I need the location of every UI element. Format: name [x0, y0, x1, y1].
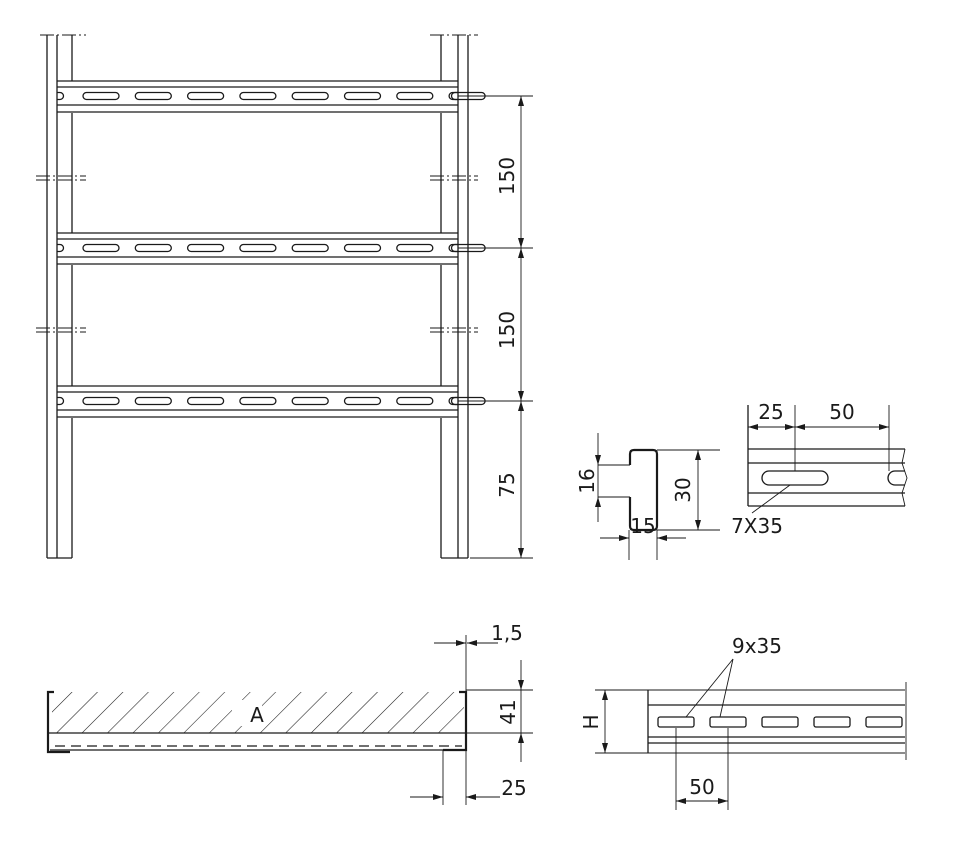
dim-25-flange: 25 — [501, 776, 526, 800]
dim-16: 16 — [575, 468, 599, 493]
cross-section: A 1,5 41 25 — [46, 621, 533, 805]
rung-slot — [82, 91, 120, 101]
rung-slot-partial — [450, 243, 458, 253]
rung-slot — [396, 91, 434, 101]
dim-30: 30 — [671, 477, 695, 502]
rung-slot — [343, 91, 382, 101]
rung-slot-partial — [57, 396, 65, 406]
rung-slot — [239, 91, 277, 101]
rung-slot — [186, 243, 225, 253]
dim-75: 75 — [495, 472, 519, 497]
rung-slot — [82, 396, 120, 406]
rung — [57, 385, 486, 418]
dim-25-offset: 25 — [758, 400, 783, 424]
dim-h: H — [579, 714, 603, 729]
rail-slot — [657, 716, 695, 728]
rung-slot — [291, 396, 329, 406]
dim-50-pitch: 50 — [829, 400, 854, 424]
rung-slot — [134, 396, 172, 406]
dim-15: 15 — [630, 514, 655, 538]
rung-slot — [291, 243, 329, 253]
slot-label-9x35: 9x35 — [732, 634, 782, 658]
dim-50-slot-pitch: 50 — [689, 775, 714, 799]
rail-slot — [761, 716, 799, 728]
rung-slot — [343, 396, 382, 406]
rung-slot — [239, 396, 277, 406]
rung-slot-partial — [57, 91, 65, 101]
rung-slot — [239, 243, 277, 253]
dim-150-lower: 150 — [495, 311, 519, 349]
rung-slot — [396, 243, 434, 253]
rung-slot — [134, 243, 172, 253]
ladder-top-view — [36, 34, 486, 559]
rung — [57, 232, 486, 265]
rail-slot — [709, 716, 747, 728]
rung — [57, 80, 486, 113]
rung-slot — [134, 91, 172, 101]
rung-slot-partial — [450, 91, 458, 101]
area-label-a: A — [250, 703, 264, 727]
rung-slot-partial — [450, 396, 458, 406]
rung-slot — [343, 243, 382, 253]
dim-150-upper: 150 — [495, 157, 519, 195]
rung-slot — [291, 91, 329, 101]
rung-slot — [186, 396, 225, 406]
rung-slot — [82, 243, 120, 253]
rail-slot — [813, 716, 851, 728]
rung-slot — [396, 396, 434, 406]
dim-1-5: 1,5 — [491, 621, 523, 645]
rung-slot-partial — [57, 243, 65, 253]
slot-label-7x35: 7X35 — [731, 514, 783, 538]
rail-slot — [865, 716, 903, 728]
rung-profile: 16 30 15 — [575, 433, 720, 560]
side-rail-view: H 50 9x35 — [579, 634, 907, 810]
rung-slot — [186, 91, 225, 101]
dim-41: 41 — [496, 699, 520, 724]
top-view-dimensions: 150 150 75 — [458, 95, 533, 559]
rung-slot-detail: 25 50 7X35 — [731, 400, 908, 538]
